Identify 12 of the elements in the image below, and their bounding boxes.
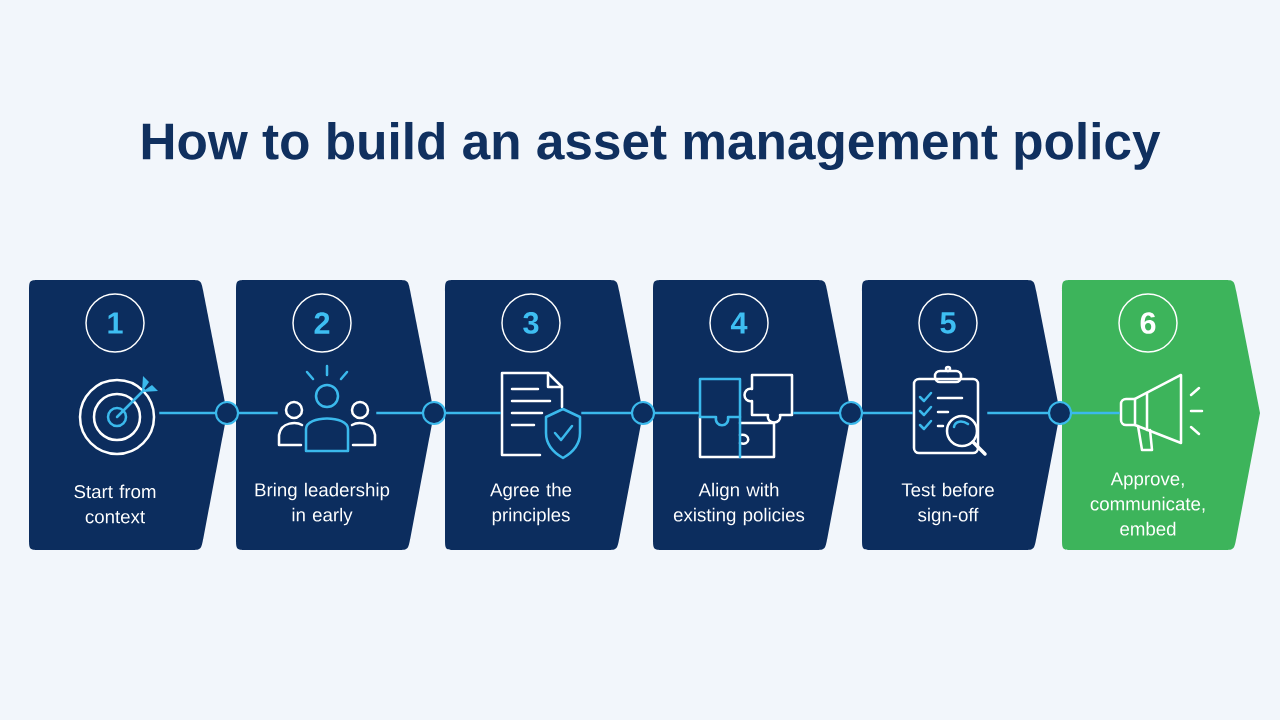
connector-line (581, 411, 699, 415)
title: How to build an asset management policy (142, 121, 1161, 171)
document-shield-icon (500, 371, 582, 460)
megaphone-icon (1119, 373, 1204, 452)
connector-line (159, 411, 278, 415)
connector-line (987, 411, 1120, 415)
puzzle-icon (698, 373, 794, 459)
target-icon (78, 376, 158, 456)
connector-line (376, 411, 501, 415)
people-icon (277, 364, 377, 453)
clipboard-search-icon (912, 365, 987, 456)
connector-line (793, 411, 913, 415)
